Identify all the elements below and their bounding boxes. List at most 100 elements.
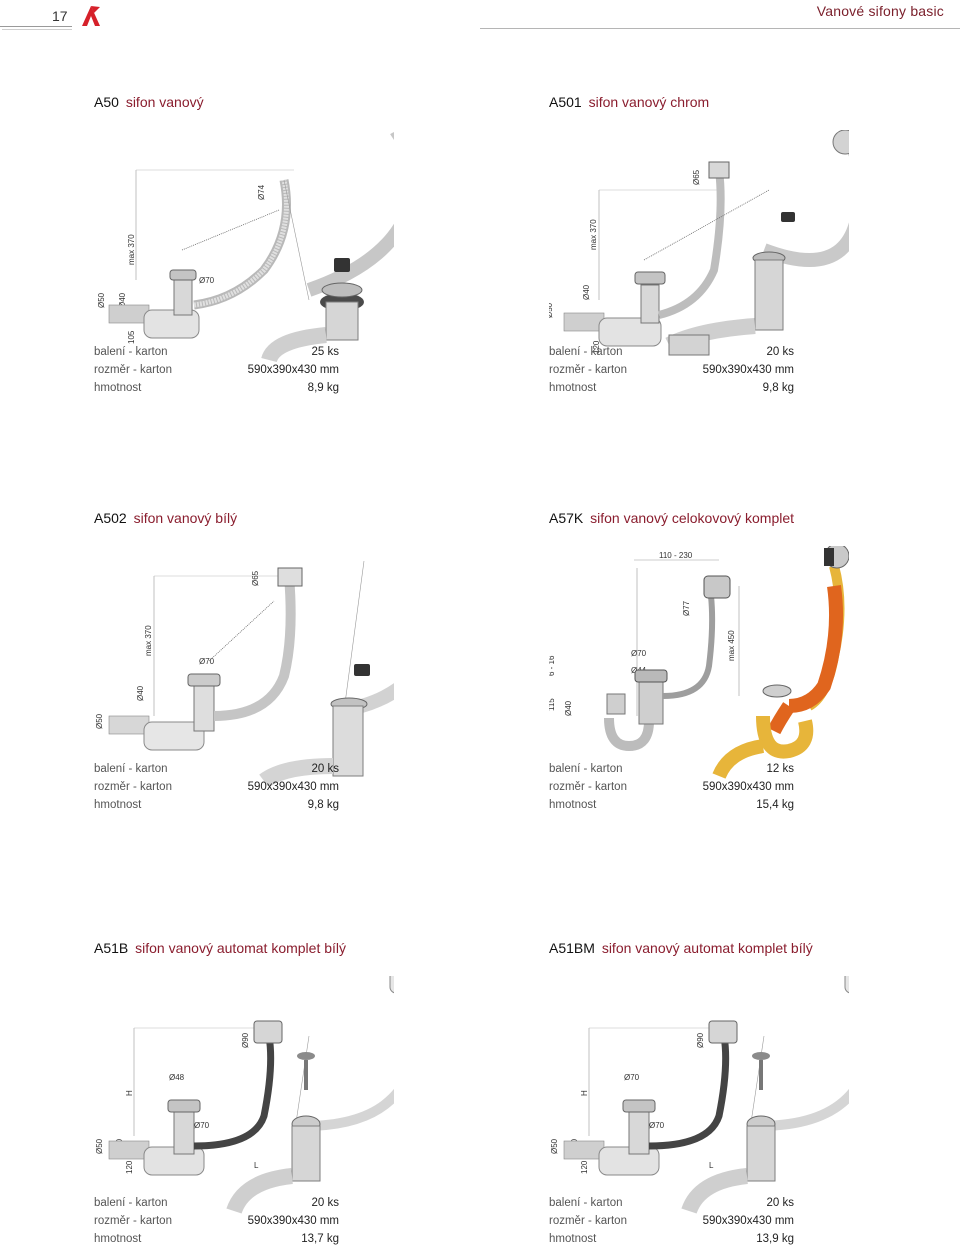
dimension-label: Ø40 — [582, 284, 591, 300]
dimension-label: Ø50 — [550, 1138, 559, 1154]
spec-value: 20 ks — [311, 1197, 340, 1209]
dimension-label: Ø70 — [199, 276, 215, 285]
spec-label: balení - karton — [94, 346, 168, 358]
dimension-label: max 370 — [144, 625, 153, 656]
spec-label: balení - karton — [549, 346, 623, 358]
product-code: A51B — [94, 940, 129, 956]
dimension-label: Ø65 — [692, 169, 701, 185]
spec-label: balení - karton — [549, 763, 623, 775]
dimension-label: Ø40 — [118, 292, 127, 308]
spec-row: rozměr - karton 590x390x430 mm — [549, 778, 794, 796]
spec-row: balení - karton 12 ks — [549, 760, 794, 778]
spec-row: balení - karton 20 ks — [549, 343, 794, 361]
dimension-label: Ø70 — [624, 1073, 640, 1082]
running-title: Vanové sifony basic — [816, 3, 944, 19]
dimension-label: H — [125, 1090, 134, 1096]
product-technical-drawing: Ø90 Ø70 H Ø70 Ø50 Ø40 120 L — [549, 970, 877, 1216]
spec-row: hmotnost 13,9 kg — [549, 1230, 794, 1248]
product-a501: A501 sifon vanový chrom max 370 Ø65 Ø70 … — [545, 94, 867, 403]
product-title: A50 sifon vanový — [94, 94, 204, 110]
spec-value: 20 ks — [766, 1197, 795, 1209]
dimension-label: Ø50 — [97, 292, 106, 308]
spec-row: hmotnost 8,9 kg — [94, 379, 339, 397]
product-code: A57K — [549, 510, 584, 526]
spec-value: 590x390x430 mm — [247, 781, 339, 793]
spec-label: hmotnost — [549, 1233, 597, 1245]
dimension-label: 120 — [125, 1160, 134, 1174]
brand-logo — [80, 5, 102, 27]
dimension-label: Ø74 — [257, 184, 266, 200]
spec-row: hmotnost 9,8 kg — [549, 379, 794, 397]
spec-value: 13,9 kg — [756, 1233, 794, 1245]
dimension-label: Ø70 — [649, 1121, 665, 1130]
spec-label: rozměr - karton — [549, 781, 627, 793]
spec-row: balení - karton 20 ks — [94, 1194, 339, 1212]
spec-label: balení - karton — [549, 1197, 623, 1209]
spec-label: hmotnost — [94, 382, 142, 394]
product-specs: balení - karton 20 ks rozměr - karton 59… — [549, 1194, 794, 1248]
product-name: sifon vanový chrom — [588, 94, 710, 110]
spec-row: hmotnost 15,4 kg — [549, 796, 794, 814]
spec-label: balení - karton — [94, 763, 168, 775]
dimension-label: Ø70 — [199, 657, 215, 666]
product-code: A51BM — [549, 940, 595, 956]
spec-value: 9,8 kg — [762, 382, 794, 394]
dimension-label: H — [580, 1090, 589, 1096]
product-specs: balení - karton 20 ks rozměr - karton 59… — [94, 1194, 339, 1248]
spec-value: 25 ks — [311, 346, 340, 358]
spec-row: rozměr - karton 590x390x430 mm — [94, 1212, 339, 1230]
product-name: sifon vanový automat komplet bílý — [135, 940, 347, 956]
spec-row: rozměr - karton 590x390x430 mm — [94, 361, 339, 379]
dimension-label: Ø90 — [696, 1032, 705, 1048]
product-title: A502 sifon vanový bílý — [94, 510, 237, 526]
spec-label: rozměr - karton — [549, 1215, 627, 1227]
dimension-label: Ø50 — [549, 302, 554, 318]
dimension-label: Ø50 — [95, 713, 104, 729]
product-name: sifon vanový — [125, 94, 204, 110]
spec-label: rozměr - karton — [94, 781, 172, 793]
product-a502: A502 sifon vanový bílý max 370 Ø65 Ø70 Ø… — [94, 510, 447, 820]
product-title: A51BM sifon vanový automat komplet bílý — [549, 940, 813, 956]
product-technical-drawing: max 370 Ø74 Ø70 Ø50 Ø40 105 — [94, 130, 429, 370]
dimension-label: 6 - 16 — [549, 655, 556, 676]
dimension-label: Ø40 — [136, 685, 145, 701]
dimension-label: Ø77 — [682, 600, 691, 616]
spec-value: 12 ks — [766, 763, 795, 775]
spec-label: hmotnost — [94, 799, 142, 811]
spec-value: 15,4 kg — [756, 799, 794, 811]
dimension-label: max 370 — [127, 234, 136, 265]
spec-row: balení - karton 25 ks — [94, 343, 339, 361]
spec-row: hmotnost 13,7 kg — [94, 1230, 339, 1248]
spec-row: rozměr - karton 590x390x430 mm — [549, 1212, 794, 1230]
dimension-label: 105 — [127, 330, 136, 344]
product-specs: balení - karton 20 ks rozměr - karton 59… — [94, 760, 339, 814]
product-code: A50 — [94, 94, 119, 110]
spec-value: 590x390x430 mm — [702, 364, 794, 376]
product-code: A501 — [549, 94, 582, 110]
spec-value: 8,9 kg — [307, 382, 339, 394]
product-specs: balení - karton 12 ks rozměr - karton 59… — [549, 760, 794, 814]
spec-value: 9,8 kg — [307, 799, 339, 811]
header-rule-right — [480, 28, 960, 29]
product-a51b: A51B sifon vanový automat komplet bílý Ø… — [94, 940, 422, 1254]
product-a51bm: A51BM sifon vanový automat komplet bílý … — [549, 940, 877, 1254]
product-specs: balení - karton 20 ks rozměr - karton 59… — [549, 343, 794, 397]
product-title: A501 sifon vanový chrom — [549, 94, 709, 110]
spec-value: 590x390x430 mm — [247, 364, 339, 376]
dimension-label: max 450 — [727, 630, 736, 661]
spec-value: 590x390x430 mm — [247, 1215, 339, 1227]
spec-row: balení - karton 20 ks — [549, 1194, 794, 1212]
spec-value: 590x390x430 mm — [702, 1215, 794, 1227]
dimension-label: Ø65 — [251, 570, 260, 586]
dimension-label: Ø70 — [631, 649, 647, 658]
spec-label: balení - karton — [94, 1197, 168, 1209]
product-title: A57K sifon vanový celokovový komplet — [549, 510, 794, 526]
spec-row: balení - karton 20 ks — [94, 760, 339, 778]
spec-label: rozměr - karton — [94, 1215, 172, 1227]
spec-value: 20 ks — [311, 763, 340, 775]
spec-row: rozměr - karton 590x390x430 mm — [94, 778, 339, 796]
product-specs: balení - karton 25 ks rozměr - karton 59… — [94, 343, 339, 397]
dimension-label: Ø50 — [95, 1138, 104, 1154]
product-a57k: A57K sifon vanový celokovový komplet 110… — [547, 510, 850, 820]
product-a50: A50 sifon vanový max 370 Ø74 Ø70 Ø50 Ø40… — [94, 94, 429, 403]
